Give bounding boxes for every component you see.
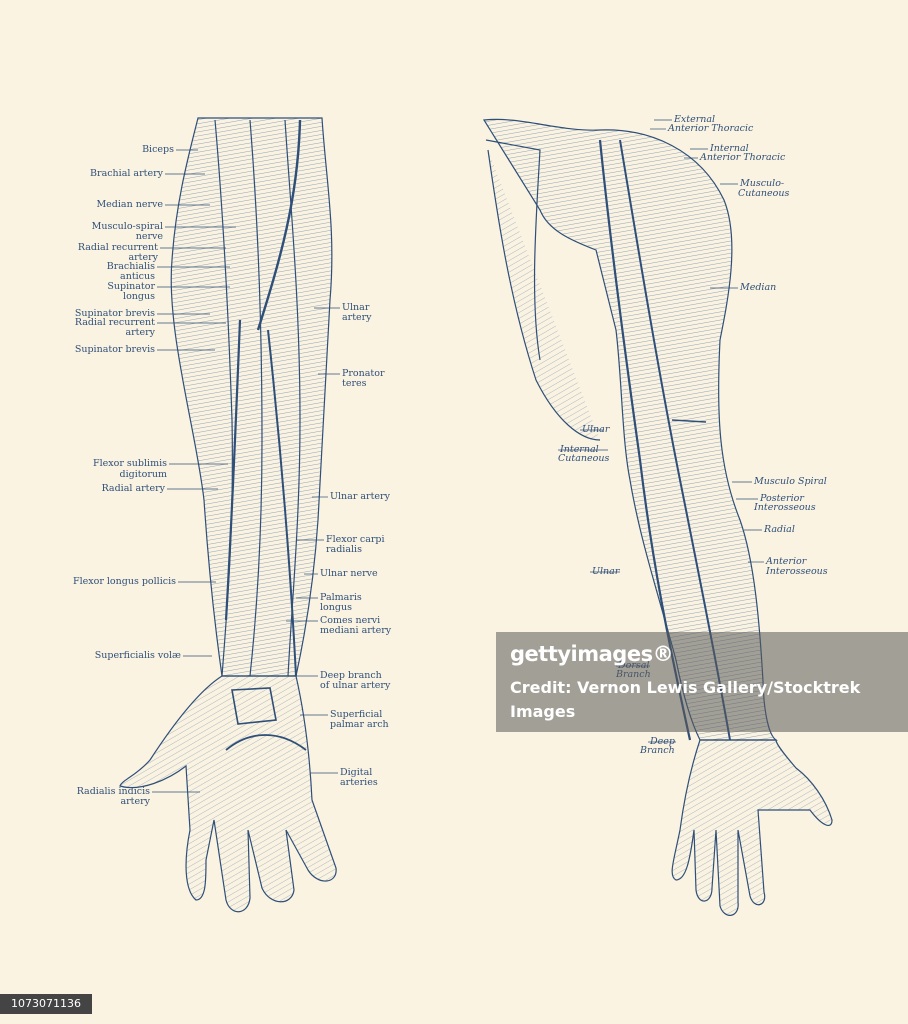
left_labels-label: Radialis indicis	[76, 786, 150, 797]
right_labels-label: Interosseous	[766, 566, 828, 577]
watermark-credit: Credit: Vernon Lewis Gallery/Stocktrek I…	[510, 678, 861, 721]
left_labels-label: Musculo-spiral	[91, 221, 163, 232]
left_labels-label: Supinator brevis	[74, 308, 155, 319]
right_labels-label: Internal	[710, 143, 749, 154]
right_labels-label: Branch	[640, 745, 675, 756]
right_labels-label: Musculo-	[740, 178, 785, 189]
left_labels-label: artery	[342, 312, 372, 323]
left_labels-label: palmar arch	[330, 719, 389, 730]
watermark-logo: gettyimages®	[510, 642, 674, 666]
left_labels-label: nerve	[135, 231, 163, 242]
left_labels-label: artery	[128, 252, 158, 263]
right_labels-label: Anterior Thoracic	[700, 152, 786, 163]
left_labels-label: arteries	[340, 777, 378, 788]
left_labels-label: longus	[320, 602, 352, 613]
left_labels-label: Supinator brevis	[74, 344, 155, 355]
right_labels-label: Cutaneous	[738, 188, 790, 199]
left_labels-label: Superficialis volæ	[94, 650, 181, 661]
left_labels-label: Ulnar artery	[330, 491, 390, 502]
left_labels-label: Brachialis	[106, 261, 155, 272]
right_labels-label: Radial	[764, 524, 795, 535]
right_labels-label: Anterior	[766, 556, 807, 567]
forearm-figure	[119, 117, 337, 913]
left_labels-label: Median nerve	[96, 199, 163, 210]
left_labels-label: of ulnar artery	[320, 680, 391, 691]
left_labels-label: longus	[123, 291, 155, 302]
right_labels-label: Ulnar	[582, 424, 610, 435]
left_labels-label: Deep branch	[320, 670, 382, 681]
left_labels-label: mediani artery	[320, 625, 392, 636]
left_labels-label: Radial recurrent	[74, 317, 155, 328]
left_labels-label: Supinator	[107, 281, 155, 292]
right_labels-label: Posterior	[760, 493, 804, 504]
left_labels-label: anticus	[120, 271, 155, 282]
left_labels-label: teres	[342, 378, 367, 389]
left_labels-label: Digital	[340, 767, 373, 778]
left_labels-label: Superficial	[330, 709, 383, 720]
left_labels-label: Radial recurrent	[77, 242, 158, 253]
left_labels-label: radialis	[326, 544, 362, 555]
right_labels-label: Median	[740, 282, 777, 293]
right_labels-label: Cutaneous	[558, 453, 610, 464]
left_labels-label: artery	[120, 796, 150, 807]
right_labels-label: Deep	[650, 736, 675, 747]
left_labels-label: Comes nervi	[320, 615, 381, 626]
right_labels-label: Internal	[560, 444, 599, 455]
left_labels-label: Flexor longus pollicis	[72, 576, 176, 587]
left_labels-label: Palmaris	[320, 592, 362, 603]
left_labels-label: artery	[125, 327, 155, 338]
left_labels-label: Brachial artery	[90, 168, 163, 179]
leader-lines	[152, 119, 764, 793]
image-id: 1073071136	[0, 994, 92, 1014]
left_labels-label: Flexor carpi	[326, 534, 385, 545]
left_labels-label: Ulnar	[342, 302, 370, 313]
left_labels-label: Radial artery	[101, 483, 165, 494]
left_labels-label: Pronator	[342, 368, 385, 379]
left_labels-label: Ulnar nerve	[320, 568, 378, 579]
right_labels-label: Anterior Thoracic	[668, 123, 754, 134]
right_labels-label: Interosseous	[754, 502, 816, 513]
arm-figure	[482, 118, 833, 916]
watermark: gettyimages® Credit: Vernon Lewis Galler…	[496, 632, 908, 732]
right_labels-label: External	[674, 114, 716, 125]
right_labels-label: Musculo Spiral	[754, 476, 827, 487]
left_labels-label: Biceps	[142, 144, 174, 155]
left_labels-label: digitorum	[119, 469, 167, 480]
right_labels-label: Ulnar	[592, 566, 620, 577]
left_labels-label: Flexor sublimis	[93, 458, 167, 469]
